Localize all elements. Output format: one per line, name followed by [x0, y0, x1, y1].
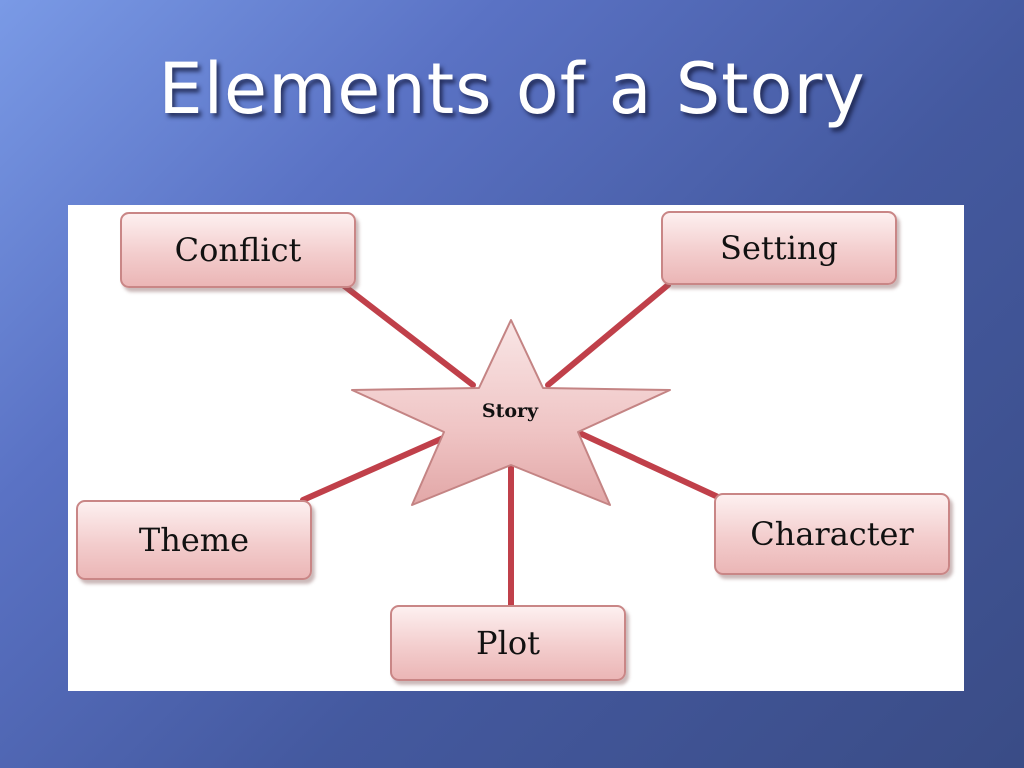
story-diagram: Story Conflict Setting Theme Character P… — [68, 205, 964, 691]
node-theme: Theme — [76, 500, 312, 580]
node-plot: Plot — [390, 605, 626, 681]
node-character-label: Character — [750, 515, 914, 553]
star-center-label: Story — [481, 400, 539, 422]
connector-character — [570, 427, 721, 500]
node-theme-label: Theme — [138, 521, 250, 559]
story-star-shape — [351, 319, 671, 506]
node-conflict-label: Conflict — [174, 231, 302, 269]
connector-theme — [300, 432, 453, 503]
node-setting: Setting — [661, 211, 897, 285]
node-setting-label: Setting — [720, 229, 838, 267]
diagram-canvas — [300, 282, 721, 608]
node-character: Character — [714, 493, 950, 575]
connector-setting — [545, 282, 671, 388]
node-conflict: Conflict — [120, 212, 356, 288]
connector-conflict — [340, 282, 476, 388]
slide-title: Elements of a Story — [158, 48, 866, 130]
node-plot-label: Plot — [476, 624, 540, 662]
